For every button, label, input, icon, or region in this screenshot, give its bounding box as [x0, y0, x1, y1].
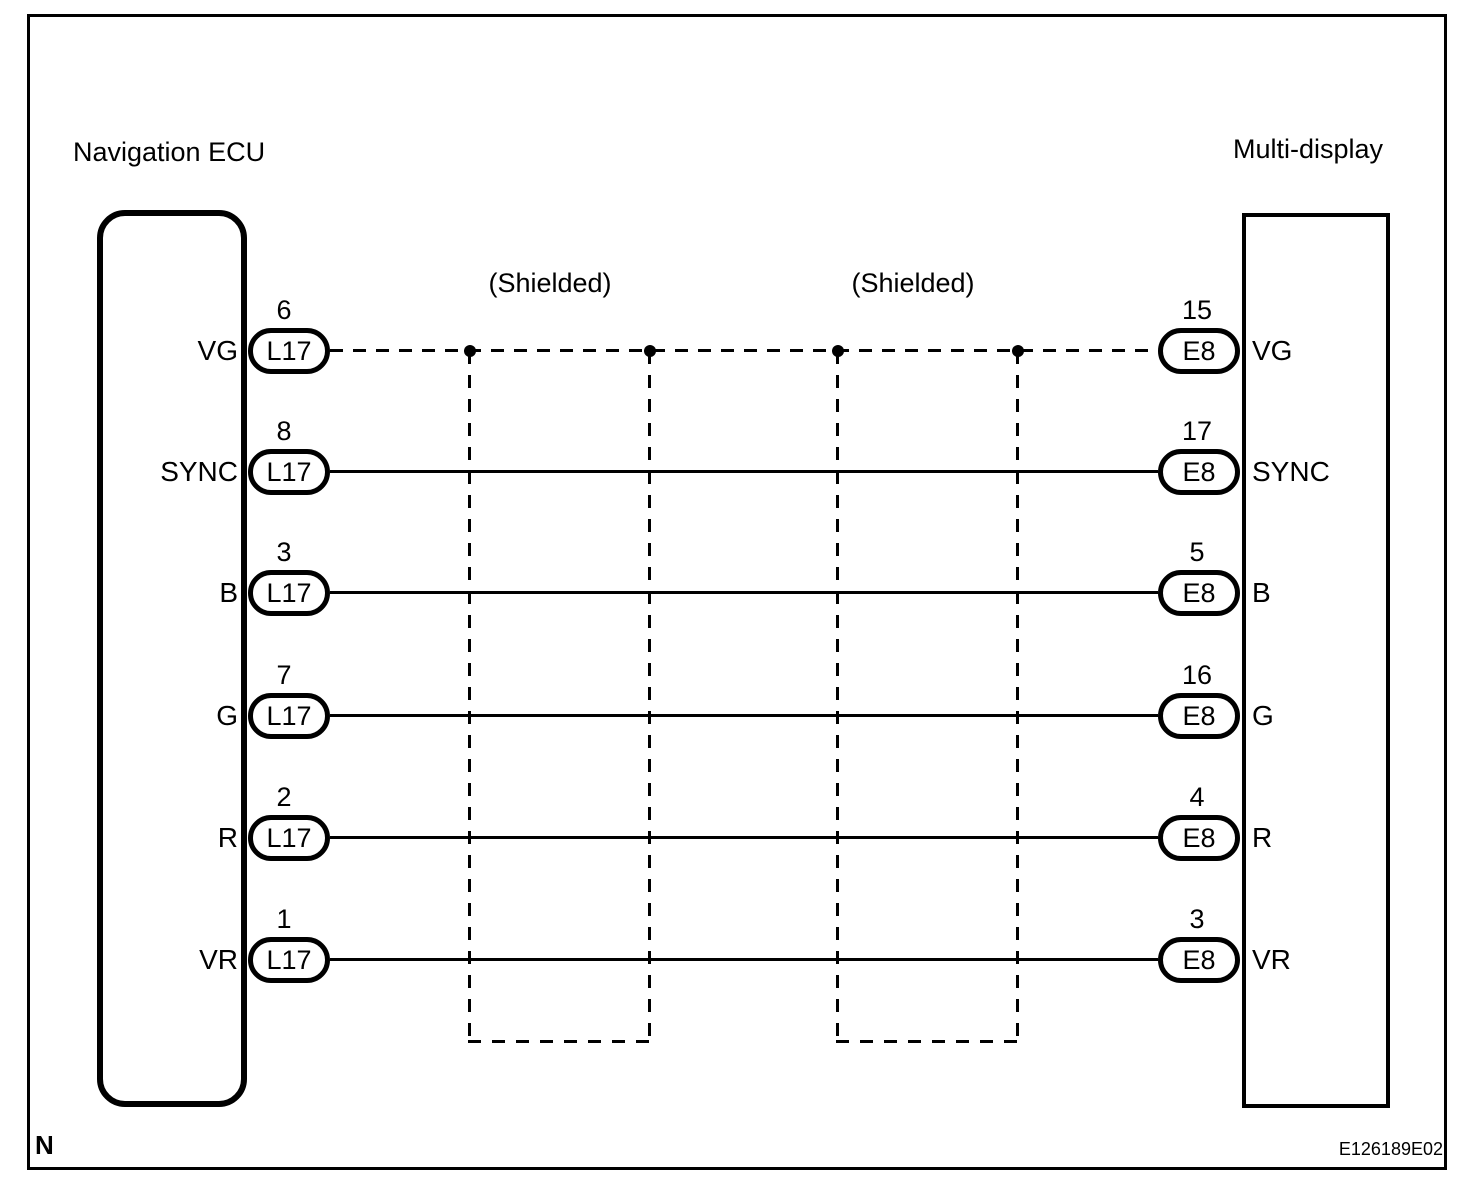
right-connector-code: E8 [1182, 700, 1216, 731]
left-component-title: Navigation ECU [73, 137, 266, 167]
left-pin-number: 1 [276, 904, 292, 934]
left-signal-label: G [216, 700, 238, 731]
shield-line-vertical [468, 351, 471, 1042]
right-connector-pill: E8 [1158, 449, 1240, 495]
right-pin-number: 5 [1189, 537, 1205, 567]
left-connector-code: L17 [266, 944, 312, 975]
navigation-ecu-box [97, 210, 247, 1107]
wire-vr [330, 958, 1158, 961]
multi-display-box [1242, 213, 1390, 1108]
shield-line-vertical [648, 351, 651, 1042]
right-signal-label: SYNC [1252, 456, 1330, 487]
left-signal-label: VG [197, 335, 238, 366]
wire-vg-dashed [330, 349, 1158, 352]
left-signal-label: VR [199, 944, 238, 975]
right-pin-number: 15 [1181, 295, 1213, 325]
left-connector-pill: L17 [248, 328, 330, 374]
figure-code: E126189E02 [1338, 1139, 1443, 1159]
left-connector-pill: L17 [248, 570, 330, 616]
left-connector-code: L17 [266, 335, 312, 366]
right-connector-pill: E8 [1158, 937, 1240, 983]
wire-r [330, 836, 1158, 839]
left-connector-pill: L17 [248, 815, 330, 861]
right-signal-label: R [1252, 822, 1273, 853]
left-pin-number: 6 [276, 295, 292, 325]
right-connector-code: E8 [1182, 335, 1216, 366]
right-connector-code: E8 [1182, 577, 1216, 608]
left-connector-pill: L17 [248, 937, 330, 983]
footer-note-n: N [35, 1130, 54, 1160]
right-connector-pill: E8 [1158, 328, 1240, 374]
shield-line-bottom [836, 1040, 1019, 1043]
left-signal-label: B [219, 577, 238, 608]
left-pin-number: 2 [276, 782, 292, 812]
right-pin-number: 16 [1181, 660, 1213, 690]
right-component-title: Multi-display [1233, 134, 1384, 164]
left-connector-code: L17 [266, 822, 312, 853]
shielded-label-1: (Shielded) [488, 268, 612, 298]
right-pin-number: 3 [1189, 904, 1205, 934]
right-signal-label: B [1252, 577, 1271, 608]
right-pin-number: 17 [1181, 416, 1213, 446]
right-connector-pill: E8 [1158, 815, 1240, 861]
left-pin-number: 8 [276, 416, 292, 446]
right-connector-pill: E8 [1158, 570, 1240, 616]
left-connector-code: L17 [266, 577, 312, 608]
right-signal-label: G [1252, 700, 1274, 731]
right-signal-label: VR [1252, 944, 1291, 975]
left-pin-number: 7 [276, 660, 292, 690]
left-connector-pill: L17 [248, 693, 330, 739]
shield-line-vertical [1016, 351, 1019, 1042]
wire-sync [330, 470, 1158, 473]
left-connector-pill: L17 [248, 449, 330, 495]
left-connector-code: L17 [266, 700, 312, 731]
right-connector-code: E8 [1182, 944, 1216, 975]
right-connector-code: E8 [1182, 822, 1216, 853]
left-signal-label: SYNC [160, 456, 238, 487]
left-signal-label: R [217, 822, 238, 853]
left-pin-number: 3 [276, 537, 292, 567]
wire-g [330, 714, 1158, 717]
wire-b [330, 591, 1158, 594]
right-signal-label: VG [1252, 335, 1293, 366]
right-pin-number: 4 [1189, 782, 1205, 812]
right-connector-pill: E8 [1158, 693, 1240, 739]
left-connector-code: L17 [266, 456, 312, 487]
right-connector-code: E8 [1182, 456, 1216, 487]
diagram-border-frame [27, 14, 1447, 1170]
shielded-label-2: (Shielded) [851, 268, 975, 298]
shield-line-vertical [836, 351, 839, 1042]
shield-line-bottom [468, 1040, 651, 1043]
